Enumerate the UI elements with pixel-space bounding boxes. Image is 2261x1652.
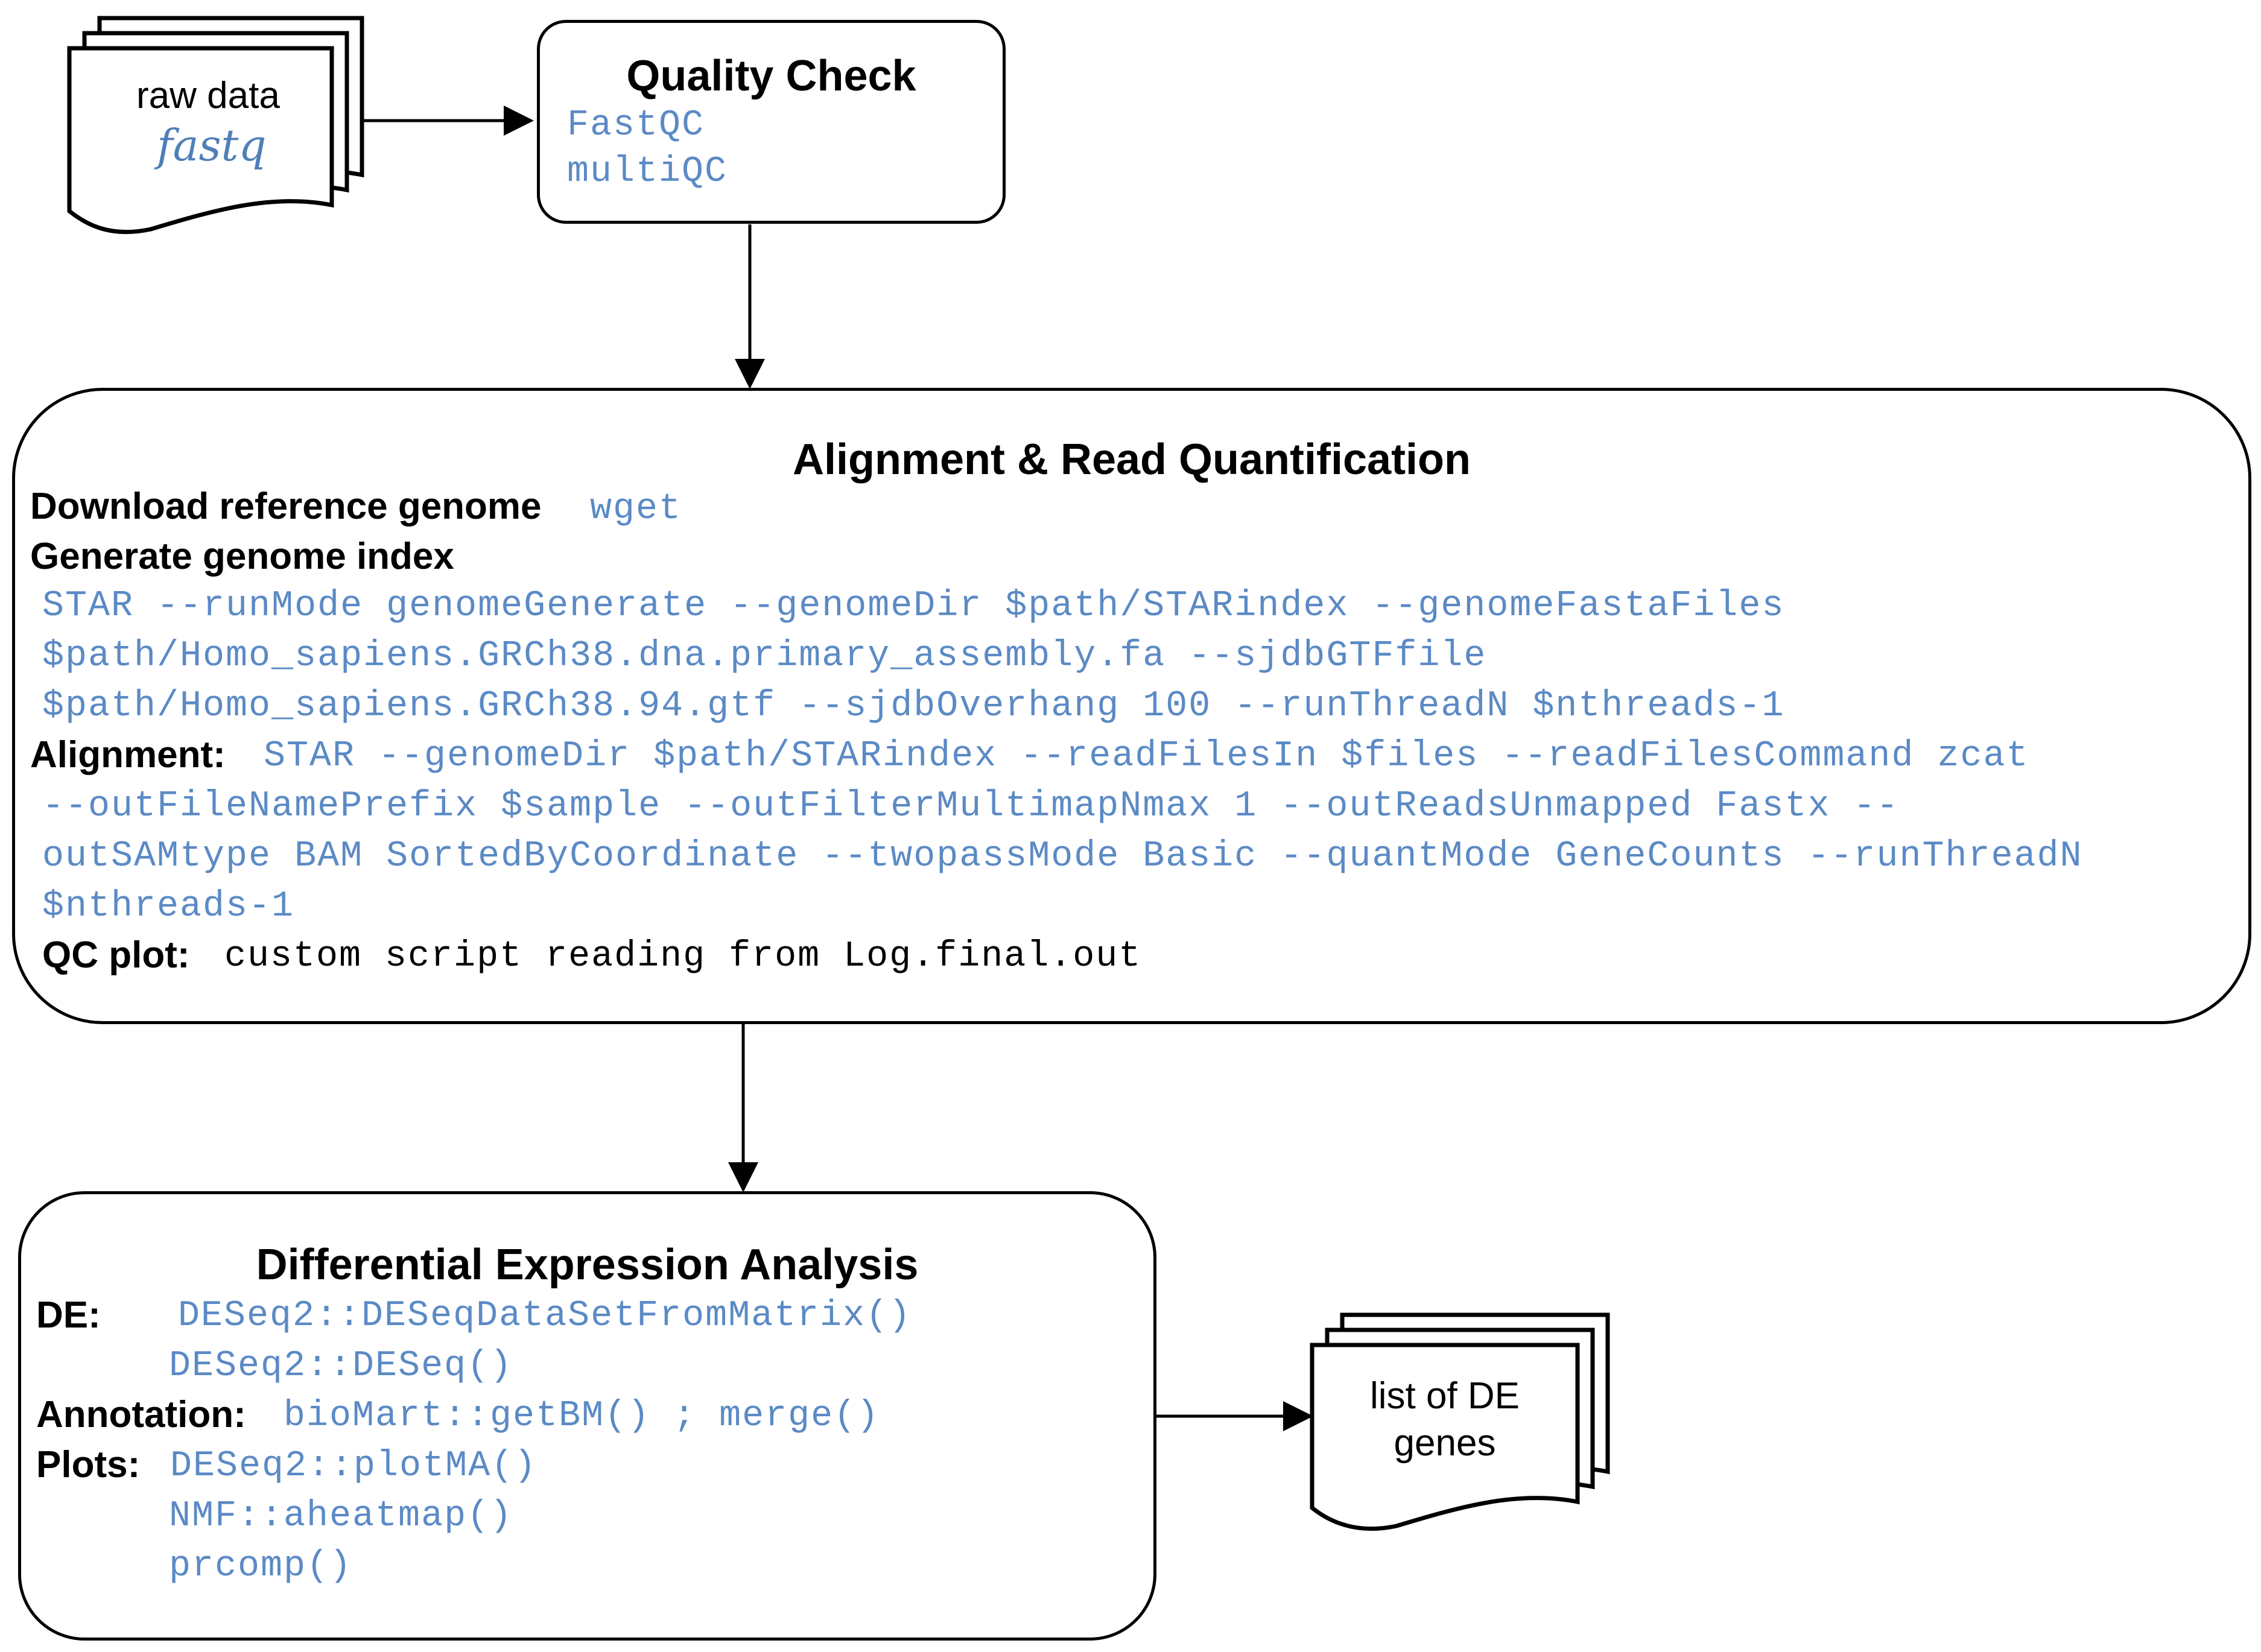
download-label: Download reference genome — [30, 486, 542, 527]
index-cmd-line: $path/Homo_sapiens.GRCh38.dna.primary_as… — [42, 636, 1487, 677]
qc-tool-multiqc: multiQC — [567, 151, 728, 192]
index-label: Generate genome index — [30, 536, 454, 577]
raw-data-label: raw data — [136, 75, 280, 116]
annotation-label: Annotation: — [36, 1394, 246, 1435]
qc-tool-fastqc: FastQC — [567, 105, 705, 146]
plots-cmd: DESeq2::plotMA() — [170, 1446, 538, 1487]
output-label-line: genes — [1394, 1422, 1496, 1464]
dea-title: Differential Expression Analysis — [256, 1241, 919, 1289]
annotation-cmd: bioMart::getBM() ; merge() — [284, 1396, 880, 1437]
align-cmd-line: STAR --genomeDir $path/STARindex --readF… — [264, 736, 2029, 777]
quality-check-title: Quality Check — [626, 52, 916, 100]
plots-cmd: prcomp() — [169, 1546, 353, 1587]
download-tool: wget — [590, 489, 682, 530]
raw-data-document-icon — [67, 16, 364, 235]
quality-check-box — [537, 20, 1006, 224]
qc-plot-text: custom script reading from Log.final.out — [224, 936, 1142, 977]
plots-label: Plots: — [36, 1444, 141, 1486]
align-cmd-line: $nthreads-1 — [42, 886, 295, 927]
alignment-box — [12, 388, 2251, 1024]
index-cmd-line: $path/Homo_sapiens.GRCh38.94.gtf --sjdbO… — [42, 686, 1785, 727]
alignment-title: Alignment & Read Quantification — [792, 435, 1471, 484]
index-cmd-line: STAR --runMode genomeGenerate --genomeDi… — [42, 586, 1785, 627]
output-label-line: list of DE — [1369, 1375, 1520, 1417]
de-cmd: DESeq2::DESeq() — [169, 1346, 513, 1387]
raw-data-format: fastq — [157, 120, 267, 171]
dea-box — [18, 1191, 1156, 1641]
de-label: DE: — [36, 1294, 101, 1336]
qc-plot-label: QC plot: — [42, 934, 190, 976]
de-genes-document-icon — [1310, 1312, 1610, 1531]
align-cmd-line: outSAMtype BAM SortedByCoordinate --twop… — [42, 836, 2083, 877]
alignment-label: Alignment: — [30, 734, 226, 776]
de-cmd: DESeq2::DESeqDataSetFromMatrix() — [178, 1296, 912, 1337]
plots-cmd: NMF::aheatmap() — [169, 1496, 513, 1537]
align-cmd-line: --outFileNamePrefix $sample --outFilterM… — [42, 786, 1900, 827]
